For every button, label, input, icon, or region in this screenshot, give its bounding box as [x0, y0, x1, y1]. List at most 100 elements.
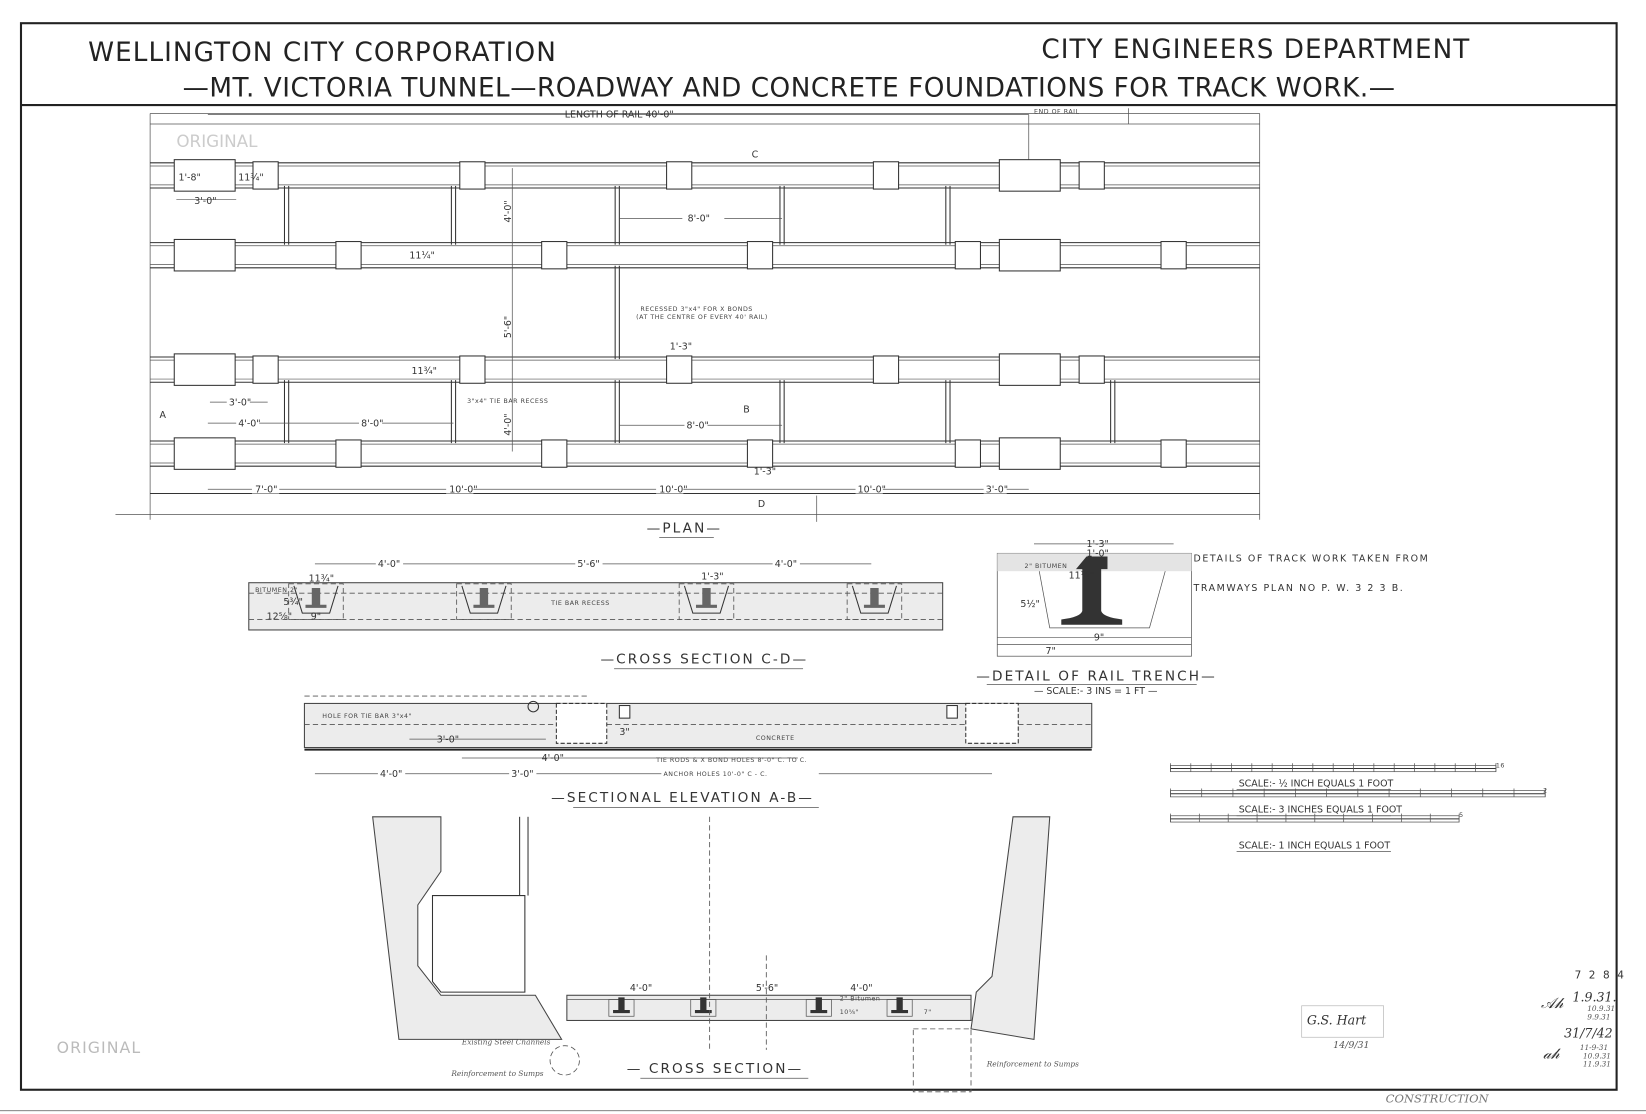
sectional-elevation-ab: HOLE FOR TIE BAR 3"x4" CONCRETE 3'-0" 4'… — [303, 695, 1093, 808]
tunnel-dim: 4'-0" — [630, 983, 652, 994]
trench-dim: 1'-0" — [1086, 548, 1108, 559]
track-details-note-2: TRAMWAYS PLAN NO P. W. 3 2 3 B. — [1193, 583, 1405, 594]
cd-dim: 9" — [311, 611, 321, 622]
rail-trench-detail: 1'-3" 1'-0" 11¼" 5½" 9" 7" 2" BITUMEN DE… — [976, 539, 1430, 697]
dim-row4-c: 8'-0" — [687, 420, 709, 431]
dim-bottom: 10'-0" — [659, 484, 687, 495]
dim-gap-row3: 11¾" — [412, 366, 438, 377]
recess-note-1: RECESSED 3"x4" FOR X BONDS — [640, 306, 752, 313]
rail-section-icon — [305, 587, 327, 608]
scale-label-half-inch: SCALE:- ½ INCH EQUALS 1 FOOT — [1239, 778, 1394, 789]
approval-date: 31/7/42 — [1564, 1025, 1613, 1040]
sheet-border — [19, 22, 1618, 1091]
rail-trench — [851, 585, 897, 614]
sleeper-block — [252, 355, 279, 384]
engineer-signature: G.S. Hart — [1307, 1013, 1367, 1028]
cd-dim: 1'-3" — [701, 572, 723, 583]
rail-trench-label: —DETAIL OF RAIL TRENCH— — [976, 668, 1217, 684]
rail-section-icon — [473, 587, 495, 608]
approval-dates: 1.9.31. 10.9.31 9.9.31 31/7/42 11-9-31 1… — [1541, 990, 1617, 1069]
dim-row4-vert: 4'-0" — [503, 413, 514, 435]
sleeper-block — [335, 241, 362, 270]
sleeper-block — [954, 439, 981, 468]
cross-section-cd: 4'-0" 5'-6" 4'-0" 11¾" 1'-3" 9" 12⅝" 5¾"… — [248, 557, 944, 670]
rail-section-icon — [810, 997, 828, 1014]
cross-section-label: — CROSS SECTION— — [627, 1061, 804, 1077]
sectional-elevation-label: —SECTIONAL ELEVATION A-B— — [551, 790, 814, 806]
trench-outline — [846, 583, 903, 620]
sleeper-block — [459, 161, 486, 190]
tunnel-dim: 7" — [924, 1009, 932, 1016]
sleeper-block — [872, 355, 900, 384]
header-right-title: CITY ENGINEERS DEPARTMENT — [1041, 35, 1470, 65]
dim-pad-width: 1'-8" — [178, 173, 200, 184]
sleeper-block — [541, 241, 568, 270]
header-subtitle: —MT. VICTORIA TUNNEL—ROADWAY AND CONCRET… — [183, 74, 1396, 104]
ab-dim: 3'-0" — [511, 769, 533, 780]
sleeper-block — [459, 355, 486, 384]
sleeper-block — [666, 161, 693, 190]
ab-dim: 3'-0" — [437, 734, 459, 745]
ab-dim: 3" — [619, 727, 629, 738]
sleeper-block — [666, 355, 693, 384]
scale-label-3-inch: SCALE:- 3 INCHES EQUALS 1 FOOT — [1239, 805, 1403, 816]
dim-bottom: 10'-0" — [858, 484, 886, 495]
trench-outline — [456, 583, 512, 620]
dim-top-span: 4'-0" — [503, 200, 514, 222]
drawing-number: 7 2 8 4 — [1575, 969, 1626, 981]
ab-dim: 4'-0" — [380, 769, 402, 780]
sleeper-block — [1078, 161, 1105, 190]
rail-section-icon — [695, 587, 717, 608]
cd-dim: 4'-0" — [775, 559, 797, 570]
construction-note: CONSTRUCTION — [1386, 1091, 1490, 1105]
sleeper-block — [746, 241, 774, 270]
rail-trench-scale: — SCALE:- 3 INS = 1 FT — — [1034, 686, 1157, 697]
scale-end-half-inch: 16 — [1496, 762, 1505, 769]
dim-gap-mid: 11¼" — [409, 250, 435, 261]
plan-label: —PLAN— — [647, 520, 722, 536]
trench-outline — [678, 583, 735, 620]
section-marker-b: B — [743, 405, 749, 416]
ab-dim: 4'-0" — [542, 753, 564, 764]
dim-bottom: 3'-0" — [986, 484, 1008, 495]
cd-dim: 12⅝" — [267, 611, 293, 622]
sleeper-block — [1160, 241, 1187, 270]
section-marker-c: C — [752, 150, 759, 161]
dim-block-len: 1'-3" — [670, 342, 692, 353]
trench-outline — [288, 583, 344, 620]
end-of-rail-label: END OF RAIL — [1034, 108, 1080, 115]
rail-trench — [461, 585, 507, 614]
tie-bar-recess-note: 3"x4" TIE BAR RECESS — [467, 398, 548, 405]
concrete-pad — [998, 238, 1061, 272]
cd-tie-bar-note: TIE BAR RECESS — [550, 600, 610, 607]
rail-section-icon — [613, 997, 630, 1014]
approval-date: 10.9.31 — [1587, 1004, 1615, 1013]
sleeper-block — [252, 161, 279, 190]
tunnel-cross-section: 4'-0" 5'-6" 4'-0" 10⅝" 7" 2" Bitumen Exi… — [372, 816, 1079, 1093]
concrete-pad — [173, 159, 236, 192]
trench-dim: 9" — [1094, 632, 1104, 643]
cd-dim: 11¾" — [309, 574, 335, 585]
concrete-pad — [173, 437, 236, 470]
concrete-pad — [998, 159, 1061, 192]
concrete-label: CONCRETE — [756, 735, 795, 742]
approval-date: 11.9.31 — [1583, 1060, 1611, 1069]
signature-date: 14/9/31 — [1333, 1040, 1369, 1051]
concrete-pad — [173, 353, 236, 386]
sleeper-block — [746, 439, 774, 468]
section-marker-d: D — [758, 499, 765, 510]
dim-row4-a: 4'-0" — [238, 418, 260, 429]
approval-date: 11-9-31 — [1580, 1043, 1608, 1052]
plan-bottom-dims: 7'-0" 10'-0" 10'-0" 10'-0" 3'-0" — [251, 482, 1008, 495]
cd-bitumen-note: BITUMEN 2" — [255, 587, 298, 594]
length-of-rail-label: LENGTH OF RAIL 40'-0" — [565, 110, 674, 121]
approval-date: 10.9.31 — [1583, 1051, 1611, 1060]
dim-row3-span: 3'-0" — [229, 397, 251, 408]
dim-bottom: 7'-0" — [255, 484, 277, 495]
approval-date: 9.9.31 — [1587, 1012, 1610, 1021]
track-details-note-1: DETAILS OF TRACK WORK TAKEN FROM — [1194, 554, 1430, 565]
rail-section-icon — [694, 997, 712, 1014]
trench-bitumen-note: 2" BITUMEN — [1025, 563, 1068, 570]
scale-end-3-inch: 2 — [1543, 788, 1548, 795]
